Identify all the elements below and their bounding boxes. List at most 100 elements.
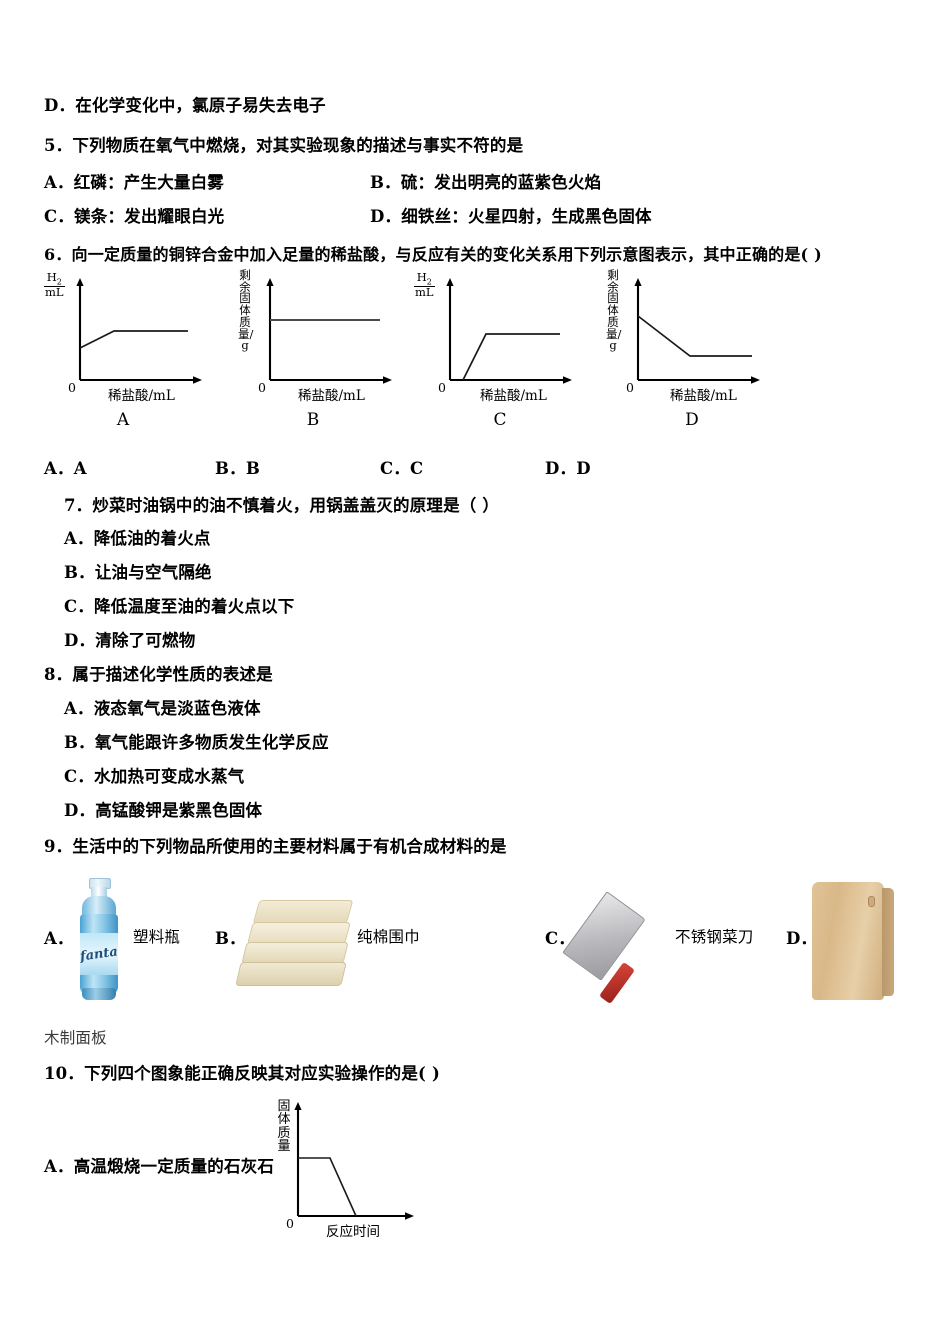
data-curve	[462, 333, 560, 381]
chart-d-x-label: 稀盐酸/mL	[670, 388, 737, 404]
question-7-option-d: D．清除了可燃物	[64, 627, 195, 651]
fraction-numerator: H2	[44, 271, 65, 288]
chart-c-y-label: H2 mL	[414, 271, 435, 299]
towel-bottom	[235, 962, 347, 986]
option-letter: C．	[44, 207, 75, 226]
fraction-denominator: mL	[45, 285, 64, 300]
question-6-option-a: A．A	[44, 455, 87, 479]
option-text: B	[245, 459, 261, 478]
question-8-option-b: B．氧气能跟许多物质发生化学反应	[64, 729, 329, 753]
board-edge	[882, 888, 894, 996]
question-number: 7．	[64, 496, 93, 515]
option-letter: A．	[64, 529, 94, 548]
chart-d-caption: D	[685, 410, 699, 430]
chart-q10-a-y-label: 固体质量	[277, 1099, 291, 1154]
option-letter: C．	[380, 459, 411, 478]
option-letter: B．	[215, 459, 246, 478]
fraction-h2-ml: H2 mL	[414, 271, 435, 299]
option-letter: A．	[44, 173, 74, 192]
option-text: 降低油的着火点	[93, 529, 211, 548]
option-text: 硫：发出明亮的蓝紫色火焰	[400, 173, 602, 192]
option-text: 水加热可变成水蒸气	[94, 767, 245, 786]
question-number: 6．	[44, 245, 72, 264]
option-text: 在化学变化中，氯原子易失去电子	[75, 96, 326, 115]
question-10-option-a: A．高温煅烧一定质量的石灰石	[44, 1153, 274, 1177]
data-curve	[79, 330, 188, 349]
option-letter: D．	[545, 459, 577, 478]
fraction-numerator: H2	[414, 271, 435, 288]
question-5-stem: 5．下列物质在氧气中燃烧，对其实验现象的描述与事实不符的是	[44, 132, 523, 156]
question-text: 下列四个图象能正确反映其对应实验操作的是( )	[84, 1064, 441, 1083]
towel-top	[252, 900, 354, 924]
chart-a: H2 mL 0 稀盐酸/mL A	[44, 271, 228, 430]
question-number: 5．	[44, 136, 73, 155]
question-8-option-d: D．高锰酸钾是紫黑色固体	[64, 797, 262, 821]
question-8-stem: 8．属于描述化学性质的表述是	[44, 661, 273, 685]
question-9-stem: 9．生活中的下列物品所使用的主要材料属于有机合成材料的是	[44, 833, 507, 857]
option-letter: D．	[370, 207, 402, 226]
option-text: 清除了可燃物	[95, 631, 196, 650]
option-letter: A．	[44, 459, 74, 478]
subscript-2: 2	[56, 277, 62, 287]
option-text: A	[73, 459, 87, 478]
question-text: 炒菜时油锅中的油不慎着火，用锅盖盖灭的原理是（ ）	[92, 496, 500, 515]
option-letter: C．	[64, 767, 95, 786]
y-axis-arrow	[294, 1102, 302, 1110]
board-hanging-hole	[868, 896, 875, 907]
option-letter: C．	[64, 597, 95, 616]
option-text: 细铁丝：火星四射，生成黑色固体	[401, 207, 652, 226]
y-axis-arrow	[446, 278, 454, 286]
option-letter: B．	[64, 563, 95, 582]
question-9-option-d-caption: 木制面板	[44, 1029, 107, 1047]
chart-a-x-label: 稀盐酸/mL	[108, 388, 175, 404]
option-text: 镁条：发出耀眼白光	[74, 207, 225, 226]
chart-c-origin: 0	[438, 380, 446, 395]
bottle-shoulder	[82, 896, 116, 916]
question-text: 向一定质量的铜锌合金中加入足量的稀盐酸，与反应有关的变化关系用下列示意图表示，其…	[71, 245, 822, 264]
option-text: 让油与空气隔绝	[94, 563, 212, 582]
chart-b-x-label: 稀盐酸/mL	[298, 388, 365, 404]
question-9-option-c-caption: 不锈钢菜刀	[675, 928, 754, 946]
question-8-option-a: A．液态氧气是淡蓝色液体	[64, 695, 261, 719]
chart-a-y-label: H2 mL	[44, 271, 65, 300]
chart-c-x-label: 稀盐酸/mL	[480, 388, 547, 404]
chart-d-y-label: 剩余固体质量/g	[606, 268, 622, 353]
chart-q10-a: 固体质量 0 反应时间	[268, 1100, 438, 1240]
towel-second	[247, 922, 351, 944]
question-7-option-c: C．降低温度至油的着火点以下	[64, 593, 294, 617]
x-axis-arrow	[383, 376, 392, 384]
cotton-towels-image	[235, 900, 354, 1000]
option-letter: D．	[64, 801, 96, 820]
question-7-option-a: A．降低油的着火点	[64, 525, 211, 549]
option-text: 氧气能跟许多物质发生化学反应	[94, 733, 329, 752]
question-5-option-d: D．细铁丝：火星四射，生成黑色固体	[370, 203, 652, 227]
option-text: C	[410, 459, 424, 478]
wooden-board-image	[812, 882, 906, 1004]
data-curve	[298, 1157, 357, 1217]
chart-a-svg	[76, 278, 202, 384]
option-text: 红磷：产生大量白雾	[73, 173, 225, 192]
option-letter: B．	[64, 733, 95, 752]
question-9-option-a-caption: 塑料瓶	[133, 928, 181, 946]
x-axis-arrow	[751, 376, 760, 384]
question-6-option-c: C．C	[380, 455, 423, 479]
question-7-stem: 7．炒菜时油锅中的油不慎着火，用锅盖盖灭的原理是（ ）	[64, 492, 499, 516]
cleaver-blade	[562, 891, 646, 981]
bottle-label: fanta	[79, 933, 119, 975]
chart-b-svg	[266, 278, 392, 384]
fraction-h2-ml: H2 mL	[44, 271, 65, 300]
y-axis-arrow	[76, 278, 84, 286]
towel-third	[241, 942, 349, 964]
bottle-brand-text: fanta	[79, 943, 119, 965]
question-6-stem: 6．向一定质量的铜锌合金中加入足量的稀盐酸，与反应有关的变化关系用下列示意图表示…	[44, 241, 822, 265]
chart-b-caption: B	[306, 410, 320, 430]
chart-d: 剩余固体质量/g 0 稀盐酸/mL D	[606, 269, 792, 430]
option-letter: B．	[370, 173, 401, 192]
chart-a-origin: 0	[68, 380, 76, 395]
question-8-option-c: C．水加热可变成水蒸气	[64, 763, 244, 787]
question-6-option-b: B．B	[215, 455, 260, 479]
chart-a-caption: A	[116, 410, 130, 430]
option-text: 高温煅烧一定质量的石灰石	[73, 1157, 275, 1176]
option-letter: D．	[44, 96, 76, 115]
